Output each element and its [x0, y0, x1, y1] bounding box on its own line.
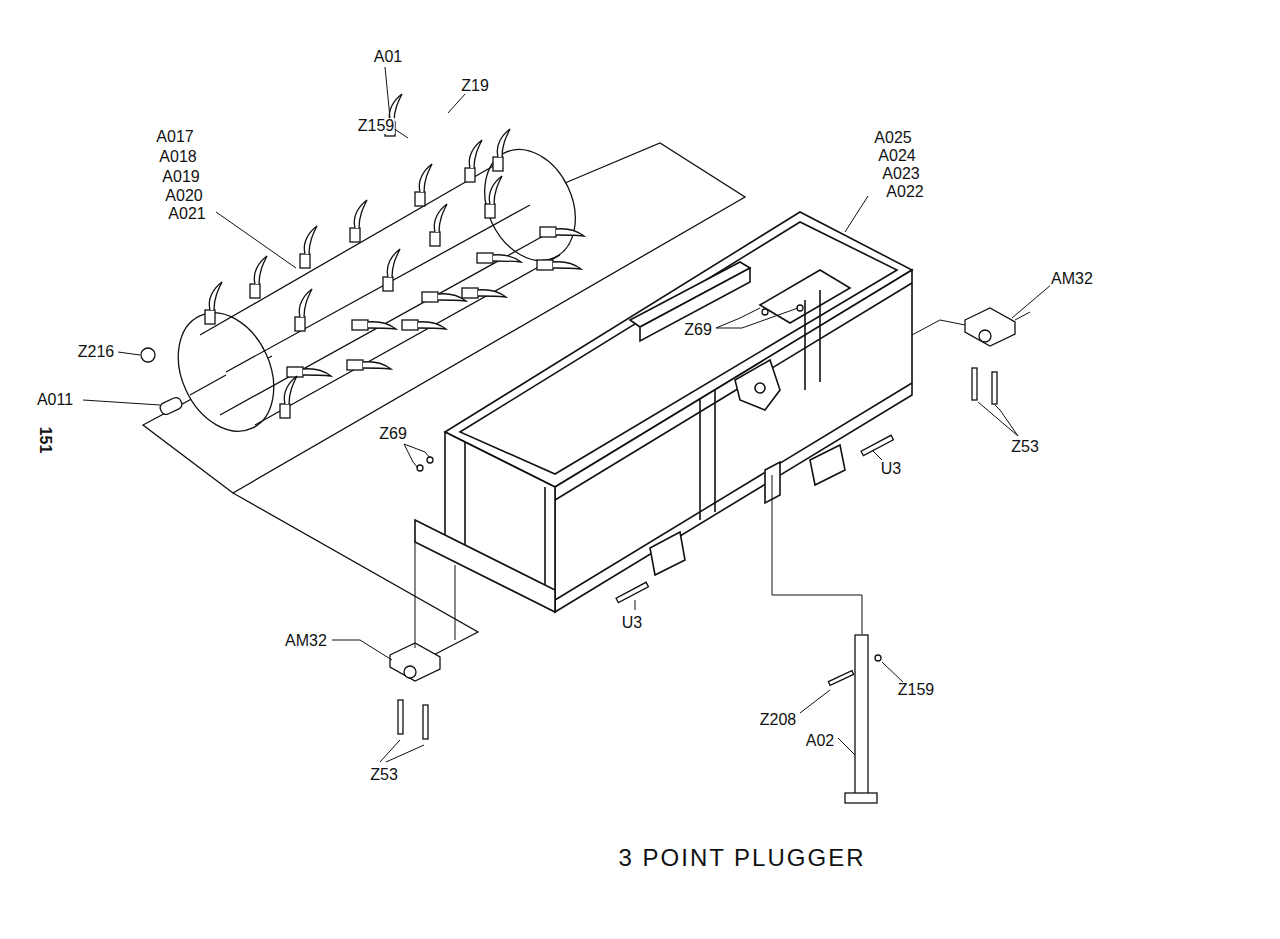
part-number: A023	[881, 166, 920, 182]
part-number: Z53	[369, 767, 399, 783]
part-number: A018	[158, 149, 197, 165]
part-number: AM32	[284, 633, 328, 649]
part-number: A020	[164, 188, 203, 204]
part-number: Z69	[378, 426, 408, 442]
page-number: 151	[37, 426, 53, 455]
part-number: AM32	[1050, 271, 1094, 287]
part-number: Z19	[460, 78, 490, 94]
part-number: A017	[155, 129, 194, 145]
part-number: A02	[805, 733, 835, 749]
part-number: A01	[373, 49, 403, 65]
part-number: A021	[167, 206, 206, 222]
part-number: Z208	[759, 712, 797, 728]
part-number: Z159	[897, 682, 935, 698]
part-number: Z159	[357, 118, 395, 134]
part-number: A011	[36, 392, 74, 408]
part-number: Z53	[1010, 439, 1040, 455]
part-number: U3	[621, 615, 643, 631]
part-number: A019	[161, 169, 200, 185]
part-number: A024	[877, 148, 916, 164]
part-number: A022	[885, 184, 924, 200]
part-number: A025	[873, 130, 912, 146]
part-number: U3	[880, 461, 902, 477]
part-number: Z216	[77, 344, 115, 360]
part-number: Z69	[683, 322, 713, 338]
diagram-caption: 3 POINT PLUGGER	[619, 844, 866, 872]
